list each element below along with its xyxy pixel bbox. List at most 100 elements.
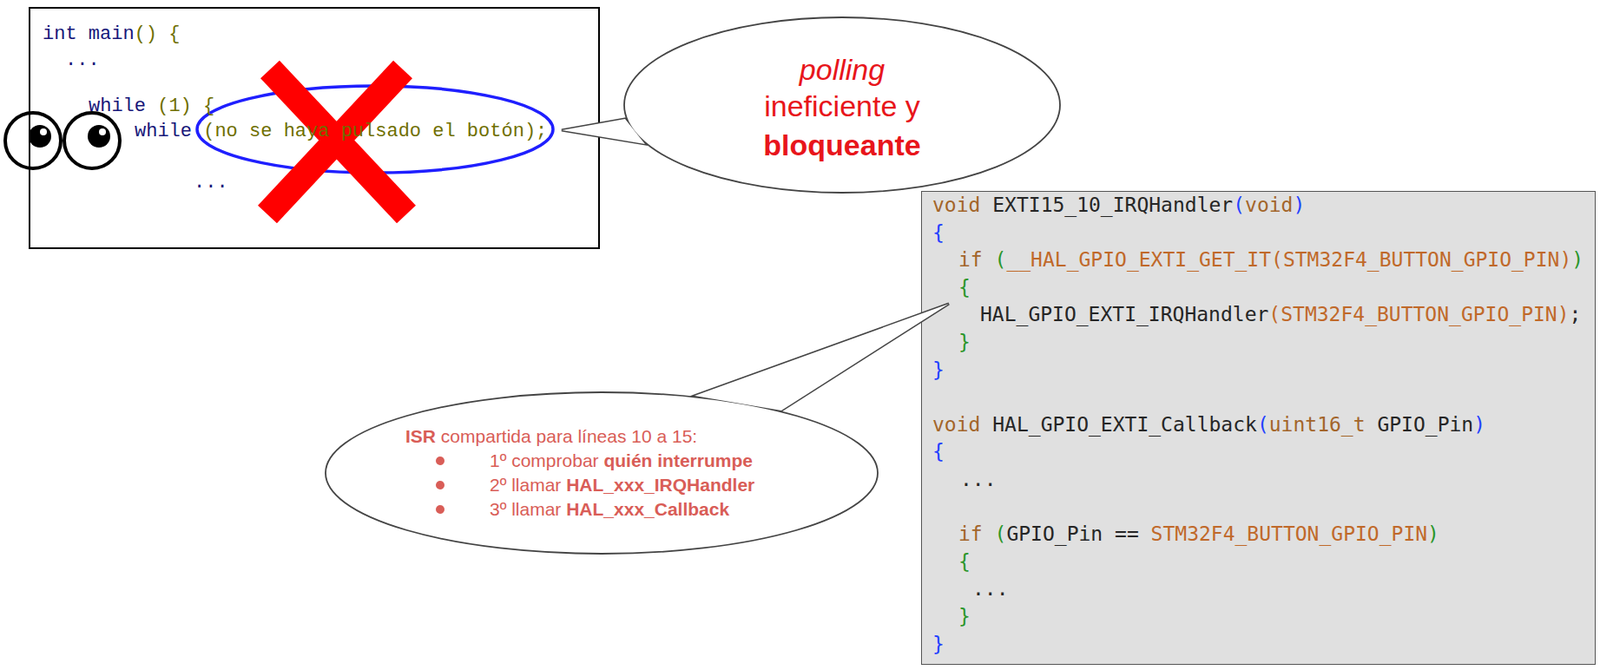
text-part: ... [960, 467, 997, 491]
text-part: () { [134, 23, 181, 46]
text-slot: ... [960, 466, 997, 493]
bubble-tail-fill [694, 303, 949, 411]
code-line: while (no se haya pulsado el botón); [134, 120, 547, 144]
text-part: compartida para líneas 10 a 15: [435, 426, 698, 447]
text-part [980, 193, 993, 217]
text-part: GPIO_Pin [1376, 413, 1474, 436]
text-part: HAL_GPIO_EXTI_IRQHandler [980, 302, 1269, 326]
text-part: __HAL_GPIO_EXTI_GET_IT [1006, 248, 1271, 271]
text-slot: ... [972, 575, 1009, 602]
text-slot: } [932, 631, 945, 658]
callout-text: 2º llamar HAL_xxx_IRQHandler [489, 474, 755, 497]
bubble-tail-fill [561, 118, 646, 145]
text-part [982, 522, 995, 546]
text-part: ... [972, 577, 1009, 600]
code-line: void HAL_GPIO_EXTI_Callback(uint16_t GPI… [932, 411, 1486, 438]
text-slot: } [958, 329, 971, 356]
code-line: if (__HAL_GPIO_EXTI_GET_IT(STM32F4_BUTTO… [958, 246, 1584, 273]
code-line: } [958, 603, 971, 630]
text-part: { [932, 221, 945, 244]
text-part: } [932, 358, 945, 382]
text-part: (no se haya pulsado el botón); [203, 120, 547, 143]
text-part: if [958, 248, 983, 271]
code-line: { [958, 548, 971, 575]
code-line: void EXTI15_10_IRQHandler(void) [932, 191, 1305, 218]
bubble-tail [694, 303, 949, 411]
text-slot: ... [193, 171, 229, 195]
text-part: ) [1571, 248, 1584, 271]
text-part: ( [1270, 248, 1284, 271]
text-part: ineficiente y [763, 89, 921, 123]
text-part: ... [193, 171, 229, 194]
text-part: ) [1473, 413, 1486, 436]
code-line: ... [193, 171, 229, 195]
callout-text: bloqueante [763, 127, 921, 163]
text-part: ) [1427, 522, 1440, 546]
text-part: ( [1268, 302, 1281, 326]
code-box: int main() {... while (1) {while (no se h… [28, 6, 600, 250]
code-panel: void EXTI15_10_IRQHandler(void){if (__HA… [921, 190, 1596, 666]
callout-text: ineficiente y [763, 88, 921, 124]
eye-highlight [39, 128, 47, 136]
text-part: 1º comprobar [489, 450, 604, 471]
text-part: HAL_xxx_Callback [566, 499, 730, 520]
text-part: { [958, 276, 971, 299]
text-slot: 2º llamar HAL_xxx_IRQHandler [489, 474, 755, 497]
text-part [1365, 413, 1378, 436]
text-part: bloqueante [763, 128, 921, 162]
text-part: ; [1569, 302, 1582, 326]
text-slot: { [958, 274, 971, 301]
text-part: STM32F4_BUTTON_GPIO_PIN [1280, 302, 1558, 326]
text-part: while [134, 120, 204, 143]
text-part: 2º llamar [489, 474, 567, 495]
code-line: ... [960, 466, 997, 493]
text-part: while [88, 95, 158, 118]
eye [5, 112, 61, 169]
text-part: uint16_t [1269, 413, 1366, 436]
text-part: ( [994, 522, 1008, 546]
code-line: } [932, 356, 945, 383]
bullet-dot [435, 480, 445, 490]
text-slot: if (__HAL_GPIO_EXTI_GET_IT(STM32F4_BUTTO… [958, 246, 1584, 273]
text-part: if [958, 522, 983, 546]
eye-highlight [98, 128, 106, 136]
code-line: int main() { [42, 23, 180, 47]
callout-text: polling [799, 52, 885, 87]
text-slot: if (GPIO_Pin == STM32F4_BUTTON_GPIO_PIN) [958, 520, 1440, 547]
text-part: ( [1257, 413, 1270, 436]
text-part: HAL_xxx_IRQHandler [566, 474, 755, 495]
bullet-dot [435, 456, 445, 466]
text-part: { [932, 440, 945, 463]
text-part: } [932, 632, 945, 656]
text-part: ... [65, 49, 100, 72]
code-line: while (1) { [88, 95, 215, 119]
text-part: ) [1557, 302, 1570, 326]
code-line: { [932, 219, 945, 246]
text-part: void [1244, 193, 1293, 217]
bubble-outline [323, 390, 880, 556]
text-slot: void EXTI15_10_IRQHandler(void) [932, 191, 1305, 218]
text-part: (1) { [157, 95, 215, 118]
text-slot: 1º comprobar quién interrumpe [489, 449, 753, 473]
text-slot: while (1) { [88, 95, 215, 119]
speech-bubble: pollingineficiente y bloqueante [622, 15, 1062, 195]
text-part: EXTI15_10_IRQHandler [992, 193, 1233, 217]
text-part [980, 413, 993, 436]
text-part: 3º llamar [489, 499, 567, 520]
text-slot: 3º llamar HAL_xxx_Callback [489, 498, 730, 521]
text-slot: { [932, 219, 945, 246]
code-line: HAL_GPIO_EXTI_IRQHandler(STM32F4_BUTTON_… [980, 301, 1581, 328]
code-line: ... [972, 575, 1009, 602]
text-part: void [932, 193, 981, 217]
bubble-ellipse [325, 392, 878, 554]
text-slot: int main() { [42, 23, 180, 47]
text-slot: bloqueante [763, 127, 921, 163]
text-slot: ineficiente y [763, 88, 921, 124]
text-part: ( [994, 248, 1008, 271]
text-slot: polling [799, 52, 885, 87]
code-line: if (GPIO_Pin == STM32F4_BUTTON_GPIO_PIN) [958, 520, 1440, 547]
text-part: quién interrumpe [603, 450, 753, 471]
code-line: { [932, 438, 945, 465]
text-part: int main [42, 23, 135, 46]
